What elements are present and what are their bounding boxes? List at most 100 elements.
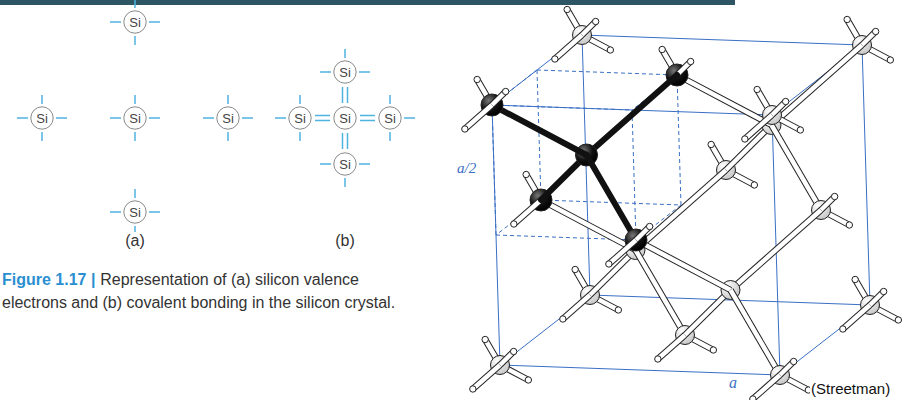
valence-stub	[320, 163, 331, 165]
lattice-bond-outline	[636, 240, 731, 290]
atom-symbol: Si	[339, 112, 351, 125]
bond-stub-end	[462, 126, 468, 132]
subcube-edge	[537, 70, 541, 200]
highlighted-bond	[587, 155, 637, 240]
lattice-bond-outline	[465, 105, 492, 129]
dimension-label: a	[728, 374, 738, 392]
atom-symbol: Si	[129, 112, 141, 125]
valence-stub	[134, 0, 136, 8]
bond-stub-end	[646, 223, 652, 229]
valence-stub	[275, 117, 286, 119]
header-bar	[0, 0, 735, 5]
atom-circle-outline	[334, 107, 356, 129]
highlighted-bond	[587, 75, 678, 155]
covalent-bond	[343, 133, 348, 149]
valence-stub	[134, 132, 136, 141]
covalent-bond	[360, 116, 375, 121]
bond-line	[360, 115, 375, 117]
bond-stub-end	[511, 221, 517, 227]
cube-edge	[862, 45, 870, 305]
atom-circle: Si	[333, 106, 357, 130]
bond-stub-end	[687, 58, 693, 64]
bond-stub-end	[525, 377, 531, 383]
cube-edge	[500, 365, 780, 375]
bond-stub-end	[710, 347, 716, 353]
valence-stub	[149, 211, 160, 213]
valence-stub	[17, 117, 28, 119]
lattice-bond	[555, 35, 582, 59]
bond-line	[342, 133, 344, 149]
atom-symbol: Si	[222, 112, 234, 125]
bond-stub-end	[831, 193, 837, 199]
valence-stub	[41, 95, 43, 104]
valence-stub	[110, 21, 121, 23]
bond-line	[347, 133, 349, 149]
bond-stub-end	[872, 28, 878, 34]
bond-stub-end	[797, 127, 803, 133]
lattice-bond	[745, 115, 772, 139]
atom-symbol: Si	[339, 66, 351, 79]
bond-stub-end	[840, 326, 846, 332]
lattice-bond	[731, 210, 822, 290]
lattice-bond-outline	[731, 210, 822, 290]
atom-circle: Si	[288, 106, 312, 130]
atom-circle: Si	[123, 200, 147, 224]
atom-symbol: Si	[129, 16, 141, 29]
valence-stub	[227, 95, 229, 104]
bond-line	[315, 115, 330, 117]
atom-symbol: Si	[384, 112, 396, 125]
bond-line	[347, 87, 349, 103]
bond-stub-end	[852, 276, 858, 282]
atom-circle-outline	[31, 107, 53, 129]
valence-stub	[389, 132, 391, 141]
atom-circle: Si	[333, 60, 357, 84]
subcube-edge	[496, 200, 541, 235]
atom-circle-outline	[289, 107, 311, 129]
lattice-bond-outline	[745, 115, 772, 139]
lattice-bond-outline	[636, 170, 727, 250]
atom-circle: Si	[123, 106, 147, 130]
bond-line	[360, 120, 375, 122]
covalent-bond	[343, 87, 348, 103]
bond-stub-end	[502, 88, 508, 94]
lattice-bond	[609, 240, 636, 264]
subfigure-label: (a)	[124, 232, 146, 250]
bond-stub-end	[592, 18, 598, 24]
bond-stub-end	[523, 171, 529, 177]
bond-stub-end	[742, 136, 748, 142]
lattice-bond-outline	[609, 240, 636, 264]
atom-circle-outline	[124, 201, 146, 223]
lattice-bond	[514, 200, 541, 224]
bond-stub-end	[659, 46, 665, 52]
cube-edge	[500, 295, 590, 365]
valence-stub	[149, 117, 160, 119]
atom-circle-outline	[379, 107, 401, 129]
bond-stub-end	[572, 266, 578, 272]
highlighted-bond	[492, 105, 587, 155]
figure-number: Figure 1.17 |	[2, 271, 95, 288]
atom-symbol: Si	[294, 112, 306, 125]
atom-symbol: Si	[339, 158, 351, 171]
bond-stub-end	[615, 307, 621, 313]
lattice-bond-outline	[731, 290, 781, 375]
lattice-bond	[465, 105, 492, 129]
bond-stub-end	[564, 6, 570, 12]
lattice-bond	[563, 295, 590, 319]
lattice-bond	[658, 335, 685, 359]
valence-stub	[359, 71, 370, 73]
cube-edge	[780, 305, 870, 375]
valence-stub	[41, 132, 43, 141]
subcube-edge	[492, 70, 537, 105]
lattice-bond-outline	[677, 75, 772, 125]
lattice-bond-outline	[563, 295, 590, 319]
valence-stub	[56, 117, 67, 119]
bond-stub-end	[655, 356, 661, 362]
bond-stub-end	[887, 57, 893, 63]
atom-circle-outline	[124, 11, 146, 33]
subcube-edge	[537, 70, 677, 75]
atom-circle-outline	[124, 107, 146, 129]
source-credit: (Streetman)	[810, 380, 891, 397]
bond-stub-end	[844, 16, 850, 22]
bond-stub-end	[750, 396, 756, 400]
